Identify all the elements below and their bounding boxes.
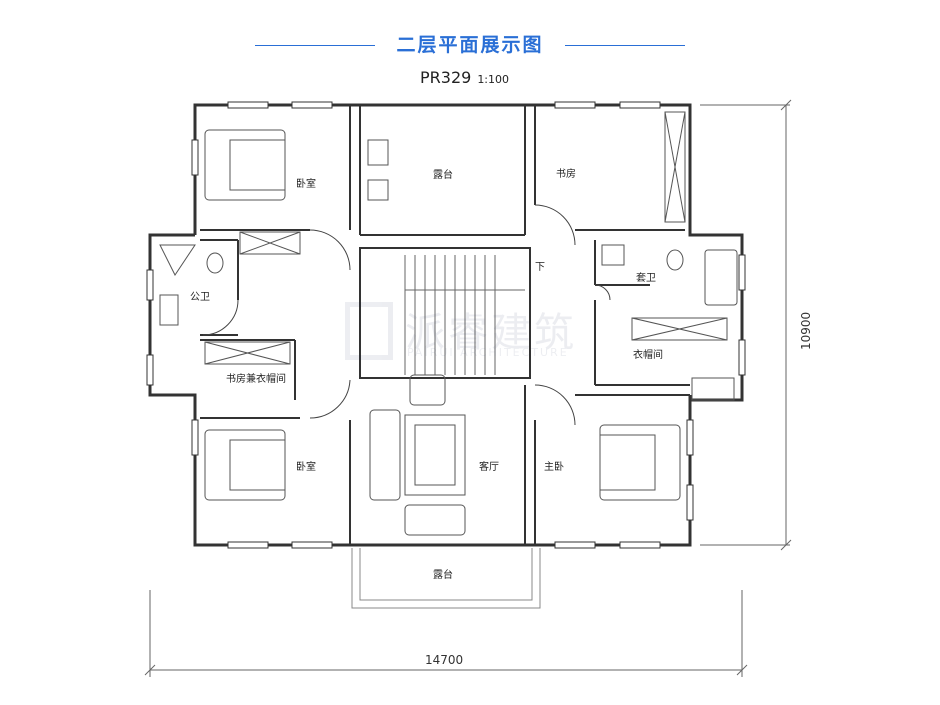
plan-scale: 1:100 bbox=[477, 73, 510, 86]
room-bedroom-top: 卧室 bbox=[296, 177, 316, 190]
room-walk-in-closet: 衣帽间 bbox=[633, 348, 663, 361]
windows bbox=[146, 101, 746, 549]
watermark-en: PAIRUI ARCHITECTURE bbox=[407, 346, 569, 359]
dimension-lines bbox=[144, 99, 792, 677]
room-study: 书房 bbox=[556, 167, 576, 180]
room-master-bedroom: 主卧 bbox=[544, 460, 564, 473]
watermark-logo-icon bbox=[345, 302, 393, 360]
room-study-closet: 书房兼衣帽间 bbox=[226, 372, 286, 385]
room-terrace-top: 露台 bbox=[433, 168, 453, 181]
room-public-bath: 公卫 bbox=[190, 292, 210, 303]
plan-code: PR329 1:100 bbox=[420, 68, 509, 87]
front-terrace bbox=[351, 548, 541, 609]
room-ensuite-bath: 套卫 bbox=[636, 271, 656, 284]
page-title: 二层平面展示图 bbox=[396, 34, 544, 56]
interior-walls bbox=[200, 105, 690, 545]
stair-down-label: 下 bbox=[535, 262, 545, 273]
title-rule-left bbox=[255, 45, 375, 46]
door-swings bbox=[202, 204, 611, 426]
plan-code-text: PR329 bbox=[420, 68, 472, 87]
room-bedroom-bottom: 卧室 bbox=[296, 460, 316, 473]
watermark: 派睿建筑 PAIRUI ARCHITECTURE bbox=[345, 300, 595, 365]
sofa-set bbox=[369, 374, 466, 536]
dimension-width: 14700 bbox=[425, 653, 463, 667]
room-living-room: 客厅 bbox=[479, 460, 499, 473]
watermark-cn: 派睿建筑 bbox=[405, 310, 577, 356]
title-rule-right bbox=[565, 45, 685, 46]
wardrobes bbox=[204, 111, 735, 401]
bath-fixtures bbox=[159, 139, 738, 326]
room-terrace-bottom: 露台 bbox=[433, 568, 453, 581]
stair-treads bbox=[404, 255, 525, 375]
beds bbox=[204, 129, 681, 501]
dimension-depth: 10900 bbox=[799, 312, 813, 350]
